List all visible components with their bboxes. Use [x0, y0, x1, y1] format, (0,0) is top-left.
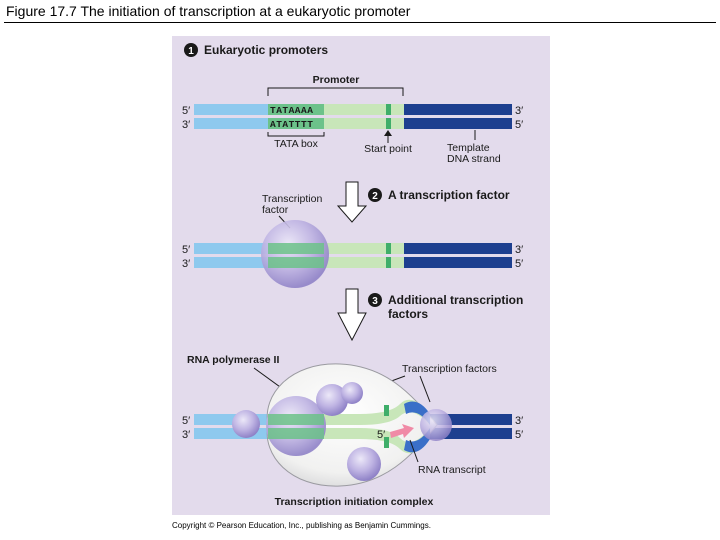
- start-point-arrowhead: [384, 130, 392, 136]
- template-label-line1: Template: [447, 142, 490, 154]
- step1-left-top-end: 5′: [182, 105, 190, 117]
- s2-tata-bottom: [268, 257, 324, 268]
- step1-left-bottom-end: 3′: [182, 119, 190, 131]
- complex-label: Transcription initiation complex: [275, 496, 434, 508]
- step1-heading: Eukaryotic promoters: [204, 43, 328, 57]
- figure-title: Figure 17.7 The initiation of transcript…: [6, 3, 411, 19]
- step1: 1 Eukaryotic promoters Promoter TATAAAA …: [182, 43, 523, 165]
- s3-dna-top-gene: [430, 414, 512, 425]
- s2-dna-bottom-startpoint: [386, 257, 391, 268]
- down-arrow-1: [336, 181, 368, 223]
- rna-five-prime: 5′: [377, 429, 385, 441]
- tf-blob-left: [232, 410, 260, 438]
- dna-top-promoter: [268, 104, 404, 115]
- dna-top-gene: [404, 104, 512, 115]
- tata-box-bracket: [267, 132, 325, 137]
- dna-bottom-upstream: [194, 118, 268, 129]
- step2-number-badge: [368, 188, 382, 202]
- dna-bottom-promoter: [268, 118, 404, 129]
- step3-heading-line1: Additional transcription: [388, 293, 523, 307]
- tf-label-line1: Transcription: [262, 193, 322, 205]
- s2-dna-top-upstream: [194, 243, 268, 254]
- step3-left-top-end: 5′: [182, 415, 190, 427]
- promoter-bracket: [267, 87, 404, 96]
- s2-dna-top-startpoint: [386, 243, 391, 254]
- s3-startpoint-top: [384, 405, 389, 416]
- dna-top-startpoint: [386, 104, 391, 115]
- step3-right-bottom-end: 5′: [515, 429, 523, 441]
- s2-dna-bottom-gene: [404, 257, 512, 268]
- step1-number-badge: [184, 43, 198, 57]
- start-point-label: Start point: [364, 143, 412, 155]
- step1-right-bottom-end: 5′: [515, 119, 523, 131]
- tf-blob-right: [420, 409, 452, 441]
- tfs-pointer-line-2: [419, 375, 431, 403]
- tf-label-line2: factor: [262, 204, 289, 216]
- step2-left-bottom-end: 3′: [182, 258, 190, 270]
- step1-number: 1: [188, 46, 194, 57]
- step3-right-top-end: 3′: [515, 415, 523, 427]
- s3-tata-bottom: [268, 428, 324, 439]
- tf-blob-tata: [266, 396, 326, 456]
- rna-transcript-label: RNA transcript: [418, 464, 486, 476]
- tata-top-sequence: TATAAAA: [270, 105, 313, 116]
- s3-startpoint-bottom: [384, 437, 389, 448]
- s3-dna-bottom-gene: [430, 428, 512, 439]
- step3-left-bottom-end: 3′: [182, 429, 190, 441]
- dna-top-upstream: [194, 104, 268, 115]
- s2-tata-top: [268, 243, 324, 254]
- tata-bottom-sequence: ATATTTT: [270, 119, 313, 130]
- rna-transcript-arrow: [390, 424, 414, 438]
- transcription-factors-label: Transcription factors: [402, 363, 497, 375]
- tf-blob-upper: [316, 384, 348, 416]
- down-arrow-2: [337, 288, 367, 342]
- step2-left-top-end: 5′: [182, 244, 190, 256]
- step2-right-bottom-end: 5′: [515, 258, 523, 270]
- step3-number-badge: [368, 293, 382, 307]
- tf-blob-upper-small: [341, 382, 363, 404]
- step2-number: 2: [372, 191, 378, 202]
- dna-bottom-tata: [268, 118, 324, 129]
- dna-bottom-gene: [404, 118, 512, 129]
- step3-heading-line2: factors: [388, 307, 428, 321]
- s2-dna-top-gene: [404, 243, 512, 254]
- tf-blob-lower: [347, 447, 381, 481]
- s3-bubble-top: [404, 401, 430, 425]
- dna-top-tata: [268, 104, 324, 115]
- copyright-notice: Copyright © Pearson Education, Inc., pub…: [172, 521, 431, 530]
- s2-dna-bottom-promoter: [268, 257, 404, 268]
- s3-dna-bottom-upstream: [194, 428, 274, 439]
- rna-transcript-pointer: [409, 439, 419, 463]
- title-divider: [4, 22, 716, 23]
- s2-dna-bottom-upstream: [194, 257, 268, 268]
- step2-heading: A transcription factor: [388, 188, 510, 202]
- tata-box-label: TATA box: [274, 138, 319, 150]
- step2: 2 A transcription factor Transcription f…: [182, 188, 523, 288]
- s3-tata-top: [268, 414, 324, 425]
- s3-bubble-bottom: [404, 428, 430, 453]
- step3-number: 3: [372, 296, 378, 307]
- step1-right-top-end: 3′: [515, 105, 523, 117]
- s2-dna-top-promoter: [268, 243, 404, 254]
- rna-polymerase-label: RNA polymerase II: [187, 354, 279, 366]
- dna-bottom-startpoint: [386, 118, 391, 129]
- step2-right-top-end: 3′: [515, 244, 523, 256]
- template-label-line2: DNA strand: [447, 153, 501, 165]
- step3: 3 Additional transcription factors RNA p…: [182, 293, 523, 508]
- promoter-label: Promoter: [313, 74, 360, 86]
